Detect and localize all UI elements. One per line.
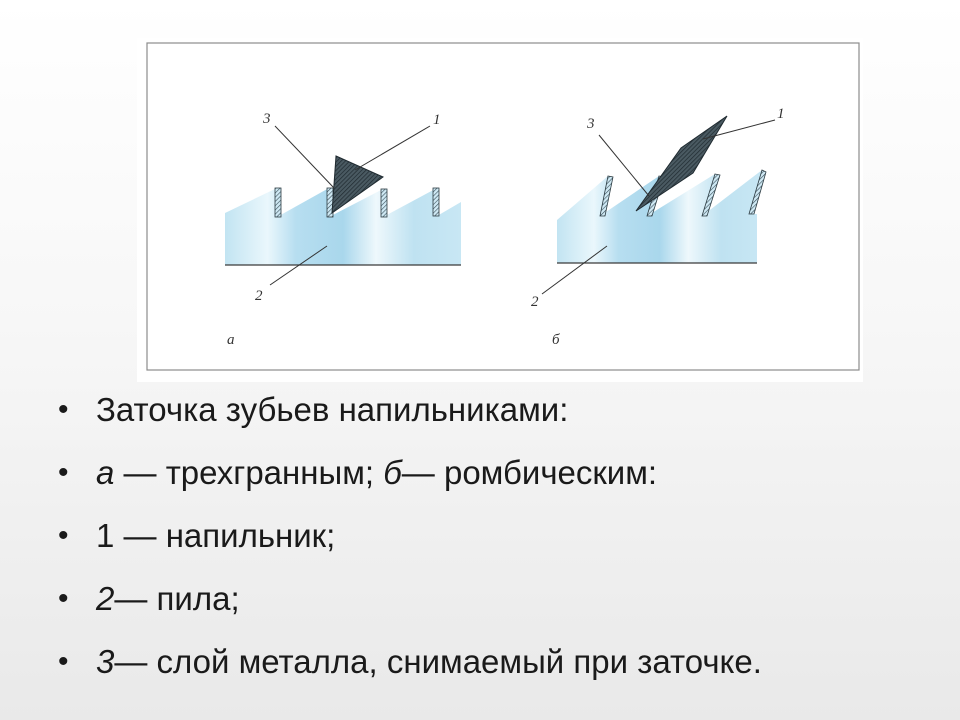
metal-layer-a-1 — [274, 187, 282, 218]
triangular-file — [331, 155, 385, 215]
caption-item-variants: • а — трехгранным; б— ромбическим: — [58, 448, 762, 511]
legend-saw-number: 2 — [96, 580, 115, 617]
bullet-dot: • — [58, 582, 69, 615]
callout-b-2: 2 — [531, 294, 539, 310]
panel-b-label: б — [552, 332, 560, 348]
panel-b-diagram: 3 1 2 б — [531, 106, 785, 348]
rhombic-file — [635, 115, 728, 212]
variant-a-label: а — [96, 454, 115, 491]
figure-frame — [146, 42, 860, 371]
bullet-dot: • — [58, 645, 69, 678]
caption-list: • Заточка зубьев напильниками: • а — тре… — [58, 385, 762, 700]
callout-a-2: 2 — [255, 288, 263, 304]
saw-body-a — [225, 188, 461, 265]
metal-layer-a-3 — [380, 188, 388, 218]
bullet-dot: • — [58, 456, 69, 489]
caption-item-saw: • 2— пила; — [58, 574, 762, 637]
legend-file-text: 1 — напильник; — [96, 517, 336, 554]
figure-panel: 3 1 2 а 3 1 2 б — [137, 38, 863, 382]
variant-a-text: — трехгранным; — [114, 454, 384, 491]
legend-layer-number: 3 — [96, 643, 115, 680]
legend-layer-text: — слой металла, снимаемый при заточке. — [114, 643, 762, 680]
caption-item-file: • 1 — напильник; — [58, 511, 762, 574]
bullet-dot: • — [58, 519, 69, 552]
saw-body-b — [557, 170, 762, 263]
metal-layer-a-4 — [432, 187, 440, 217]
callout-b-1: 1 — [777, 106, 785, 122]
bullet-dot: • — [58, 393, 69, 426]
metal-layer-b-4 — [748, 169, 767, 215]
metal-layer-b-1 — [599, 175, 614, 217]
callout-b-3: 3 — [586, 116, 595, 132]
metal-layer-b-3 — [701, 173, 721, 217]
variant-b-label: б — [383, 454, 402, 491]
caption-item-title: • Заточка зубьев напильниками: — [58, 385, 762, 448]
legend-saw-text: — пила; — [114, 580, 240, 617]
variant-b-text: — ромбическим: — [401, 454, 658, 491]
caption-item-layer: • 3— слой металла, снимаемый при заточке… — [58, 637, 762, 700]
caption-title-text: Заточка зубьев напильниками: — [96, 391, 569, 428]
callout-a-1: 1 — [433, 112, 441, 128]
callout-a-3: 3 — [262, 111, 271, 127]
panel-a-diagram: 3 1 2 а — [225, 111, 461, 348]
panel-a-label: а — [227, 332, 235, 348]
saw-sharpening-figure: 3 1 2 а 3 1 2 б — [146, 42, 860, 371]
